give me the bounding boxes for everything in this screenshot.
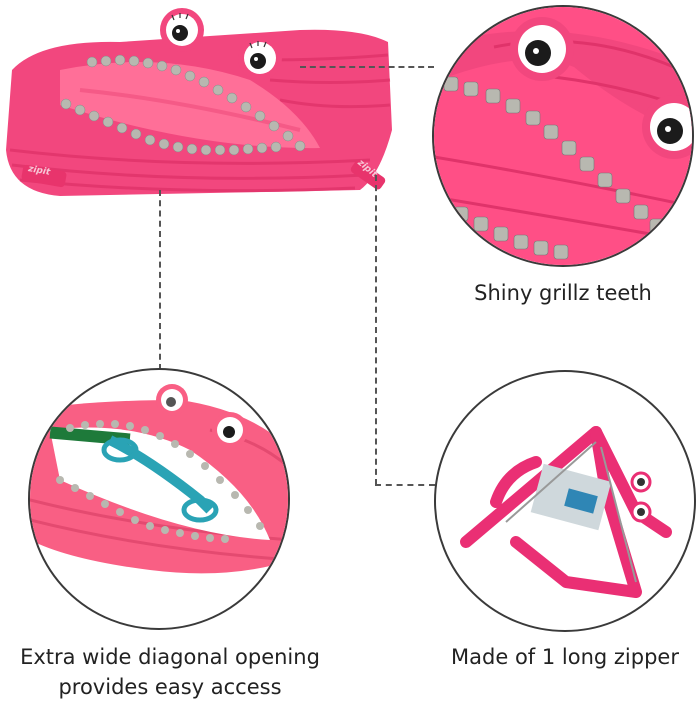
connector-line-teeth bbox=[300, 66, 434, 68]
teeth-closeup-circle bbox=[432, 5, 694, 267]
zipper-closeup-circle bbox=[434, 370, 696, 632]
unzipped-case-photo bbox=[460, 426, 672, 598]
opening-closeup-circle bbox=[28, 368, 290, 630]
caption-opening-line2: provides easy access bbox=[58, 675, 282, 699]
main-product-image: zipit zipit bbox=[0, 0, 400, 200]
pencil-case-illustration bbox=[6, 8, 392, 196]
caption-opening: Extra wide diagonal opening provides eas… bbox=[0, 642, 340, 702]
zoom-teeth-photo bbox=[434, 7, 692, 265]
connector-line-zipper-vertical bbox=[375, 175, 377, 485]
caption-zipper: Made of 1 long zipper bbox=[451, 645, 679, 669]
caption-opening-line1: Extra wide diagonal opening bbox=[20, 645, 320, 669]
connector-line-zipper-horizontal bbox=[375, 484, 435, 486]
connector-line-opening bbox=[159, 190, 161, 370]
caption-teeth: Shiny grillz teeth bbox=[474, 281, 652, 305]
open-case-with-scissors-photo bbox=[30, 384, 288, 574]
